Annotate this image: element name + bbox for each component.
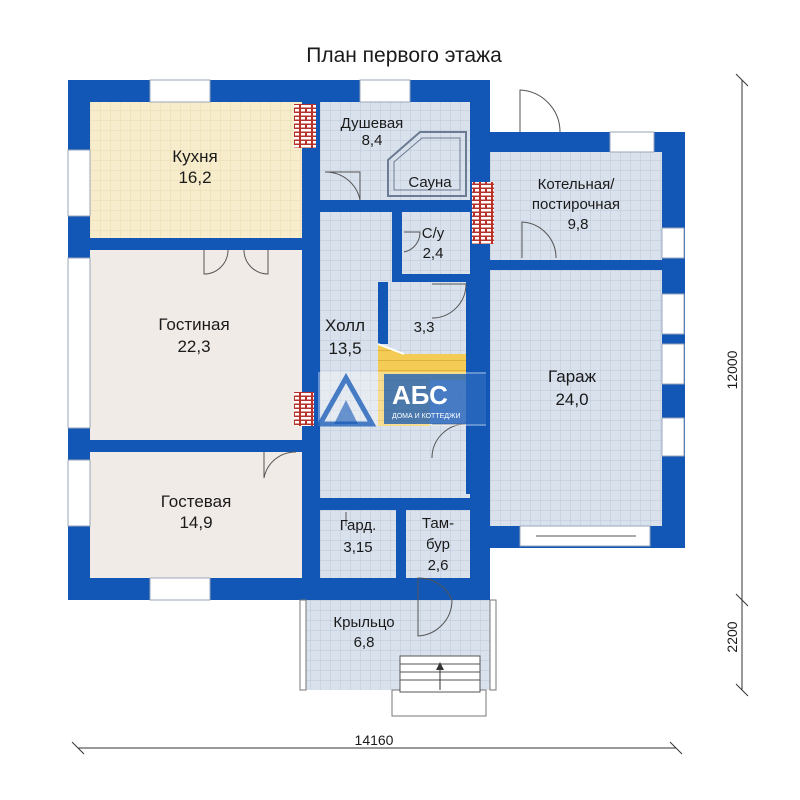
wardrobe-floor (320, 510, 396, 578)
boiler-area: 9,8 (568, 216, 589, 233)
windows (67, 79, 685, 601)
guest-floor (90, 452, 302, 578)
boiler-name-line2: постирочная (532, 196, 620, 213)
logo-brand: АБС (392, 380, 448, 410)
porch-steps (299, 599, 497, 717)
guest-name: Гостевая (161, 492, 232, 511)
chimneys (294, 104, 494, 426)
vestibule-floor (406, 510, 470, 578)
sauna (387, 131, 467, 197)
stair-area: 3,3 (414, 319, 435, 336)
doors (203, 89, 561, 637)
dimension-porch-depth: 2200 (724, 621, 740, 652)
boiler-floor (490, 152, 662, 260)
wardrobe-name: Гард. (340, 517, 377, 534)
hall-name: Холл (325, 316, 365, 335)
garage-name: Гараж (548, 367, 597, 386)
logo-tagline: ДОМА И КОТТЕДЖИ (392, 413, 461, 420)
dimension-width: 14160 (355, 732, 394, 748)
room-labels: Кухня 16,2 Душевая 8,4 Сауна Котельная/ … (158, 115, 620, 651)
vestibule-name-line2: бур (426, 536, 450, 553)
garage-area: 24,0 (555, 390, 588, 409)
shower-name: Душевая (341, 115, 404, 132)
sauna-name: Сауна (408, 174, 452, 191)
garage-floor (490, 270, 662, 526)
living-floor (90, 250, 302, 440)
hall-area: 13,5 (328, 339, 361, 358)
wc-name: С/у (422, 225, 445, 242)
porch-name: Крыльцо (333, 614, 394, 631)
living-name: Гостиная (158, 315, 229, 334)
guest-area: 14,9 (179, 513, 212, 532)
porch-area: 6,8 (354, 634, 375, 651)
dimension-lines (71, 73, 749, 755)
living-area: 22,3 (177, 337, 210, 356)
wardrobe-area: 3,15 (343, 539, 372, 556)
shower-area: 8,4 (362, 132, 383, 149)
vestibule-area: 2,6 (428, 557, 449, 574)
plan-title: План первого этажа (306, 44, 502, 67)
kitchen-area: 16,2 (178, 168, 211, 187)
kitchen-floor (90, 102, 302, 238)
dimension-depth: 12000 (724, 350, 740, 389)
boiler-name-line1: Котельная/ (538, 176, 616, 193)
kitchen-name: Кухня (172, 147, 218, 166)
wc-floor (402, 214, 468, 274)
logo: АБС ДОМА И КОТТЕДЖИ (315, 372, 486, 427)
vestibule-name-line1: Там- (422, 515, 454, 532)
wc-area: 2,4 (423, 245, 444, 262)
